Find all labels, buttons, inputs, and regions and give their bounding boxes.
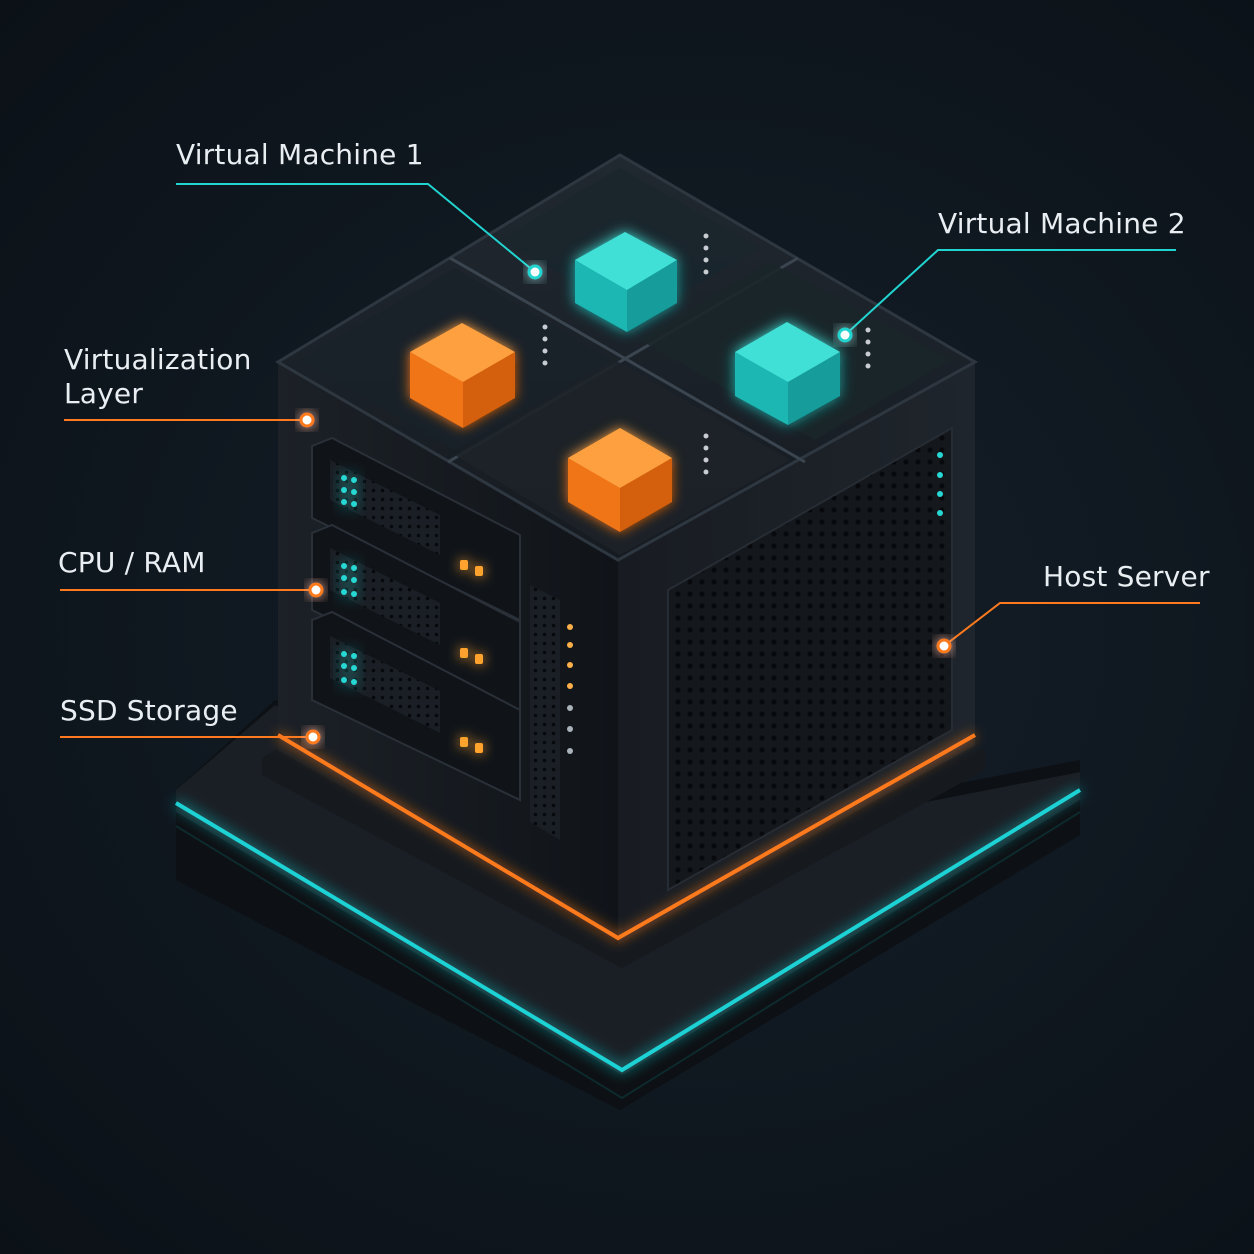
teal-glow-edge <box>174 788 1082 1073</box>
drive-bay-2 <box>311 523 521 714</box>
vm1-cube <box>575 232 677 332</box>
top-indicator-dots <box>542 233 871 475</box>
callout-vm2-line <box>844 249 1176 336</box>
callout-lines <box>60 183 1200 738</box>
label-virtual-machine-1: Virtual Machine 1 <box>176 138 424 171</box>
label-virtualization-layer: Virtualization Layer <box>64 343 252 410</box>
drive-activity-leds <box>460 560 483 753</box>
vm2-cube <box>735 322 840 425</box>
label-cpu-ram: CPU / RAM <box>58 546 206 579</box>
callout-host-line <box>943 602 1200 647</box>
status-led-column <box>567 624 573 754</box>
label-host-server: Host Server <box>1043 560 1210 593</box>
orange-glow-edge <box>276 733 976 941</box>
label-ssd-storage: SSD Storage <box>60 694 238 727</box>
drive-status-leds <box>341 475 357 685</box>
chassis-right-face <box>618 362 975 945</box>
drive-bay-3 <box>311 610 521 802</box>
chassis-left-face <box>278 350 618 945</box>
label-virtual-machine-2: Virtual Machine 2 <box>938 207 1186 240</box>
right-status-leds <box>937 452 943 516</box>
callout-vm1-line <box>176 183 536 273</box>
drive-bay-1 <box>311 436 521 622</box>
vm3-cube <box>410 323 515 428</box>
vm4-cube <box>568 428 672 532</box>
callout-dots <box>299 264 952 745</box>
